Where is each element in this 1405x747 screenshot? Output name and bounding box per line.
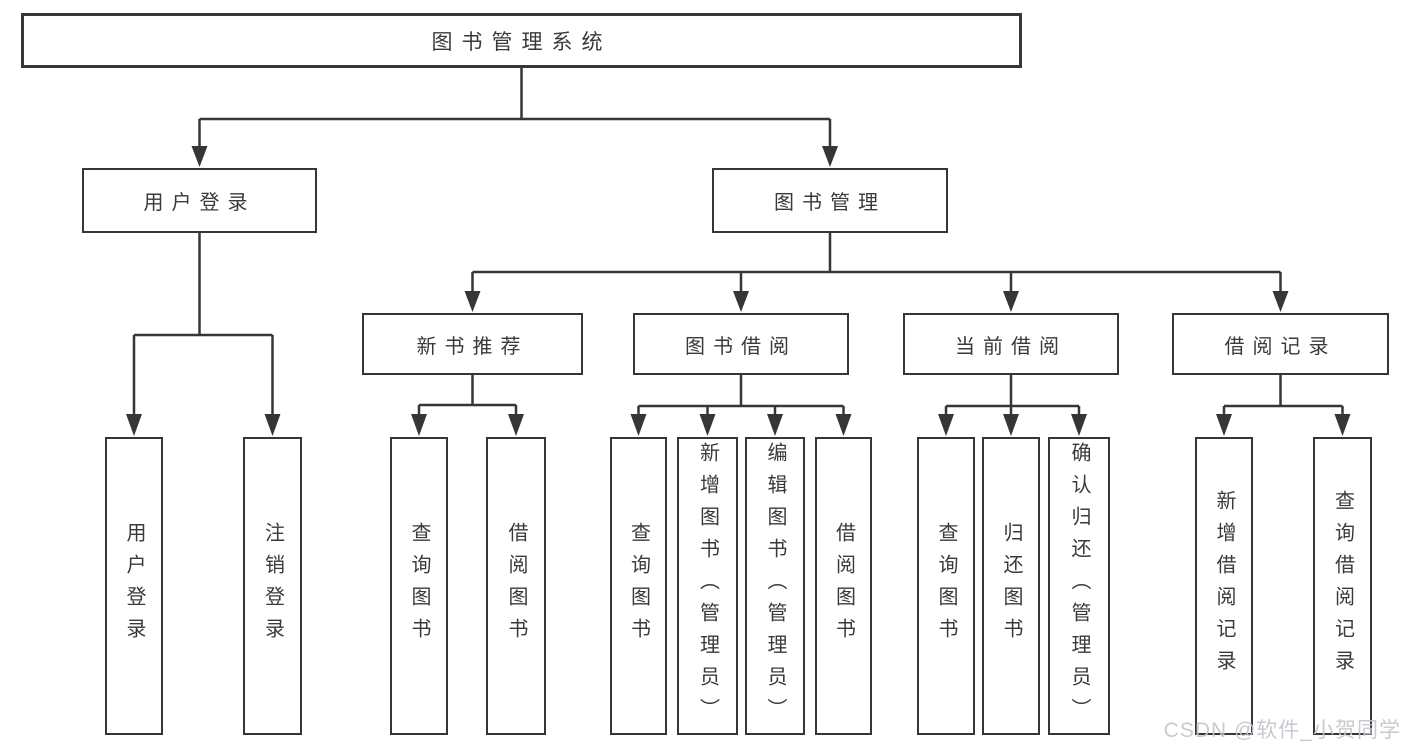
node-book-borrow: 图书借阅	[633, 313, 849, 375]
leaf-query-books-recommend-label: 查询图书	[408, 522, 430, 650]
leaf-logout: 注销登录	[243, 437, 302, 735]
leaf-borrow-books-label: 借阅图书	[832, 522, 855, 650]
node-new-book-recommend: 新书推荐	[362, 313, 583, 375]
leaf-borrow-books: 借阅图书	[815, 437, 872, 735]
leaf-confirm-return-admin-label: 确认归还（管理员）	[1068, 442, 1090, 730]
leaf-borrow-books-recommend-label: 借阅图书	[505, 522, 527, 650]
leaf-query-borrow-record: 查询借阅记录	[1313, 437, 1372, 735]
leaf-return-books-label: 归还图书	[1000, 522, 1022, 650]
leaf-query-books-current: 查询图书	[917, 437, 975, 735]
node-borrow-records: 借阅记录	[1172, 313, 1389, 375]
leaf-add-borrow-record-label: 新增借阅记录	[1213, 490, 1235, 682]
leaf-confirm-return-admin: 确认归还（管理员）	[1048, 437, 1110, 735]
leaf-borrow-books-recommend: 借阅图书	[486, 437, 546, 735]
node-current-borrow: 当前借阅	[903, 313, 1119, 375]
leaf-add-books-admin: 新增图书（管理员）	[677, 437, 738, 735]
leaf-user-login: 用户登录	[105, 437, 163, 735]
leaf-query-books-borrow-label: 查询图书	[627, 522, 650, 650]
leaf-query-borrow-record-label: 查询借阅记录	[1331, 490, 1354, 682]
leaf-add-books-admin-label: 新增图书（管理员）	[696, 442, 719, 730]
leaf-add-borrow-record: 新增借阅记录	[1195, 437, 1253, 735]
leaf-return-books: 归还图书	[982, 437, 1040, 735]
leaf-user-login-label: 用户登录	[123, 522, 145, 650]
node-book-management: 图书管理	[712, 168, 948, 233]
leaf-query-books-current-label: 查询图书	[935, 522, 957, 650]
leaf-edit-books-admin-label: 编辑图书（管理员）	[764, 442, 786, 730]
leaf-logout-label: 注销登录	[261, 522, 284, 650]
leaf-query-books-borrow: 查询图书	[610, 437, 667, 735]
csdn-watermark: CSDN @软件_小贺同学	[1163, 719, 1401, 742]
node-library-system: 图书管理系统	[21, 13, 1022, 68]
leaf-query-books-recommend: 查询图书	[390, 437, 448, 735]
leaf-edit-books-admin: 编辑图书（管理员）	[745, 437, 805, 735]
node-user-login: 用户登录	[82, 168, 317, 233]
